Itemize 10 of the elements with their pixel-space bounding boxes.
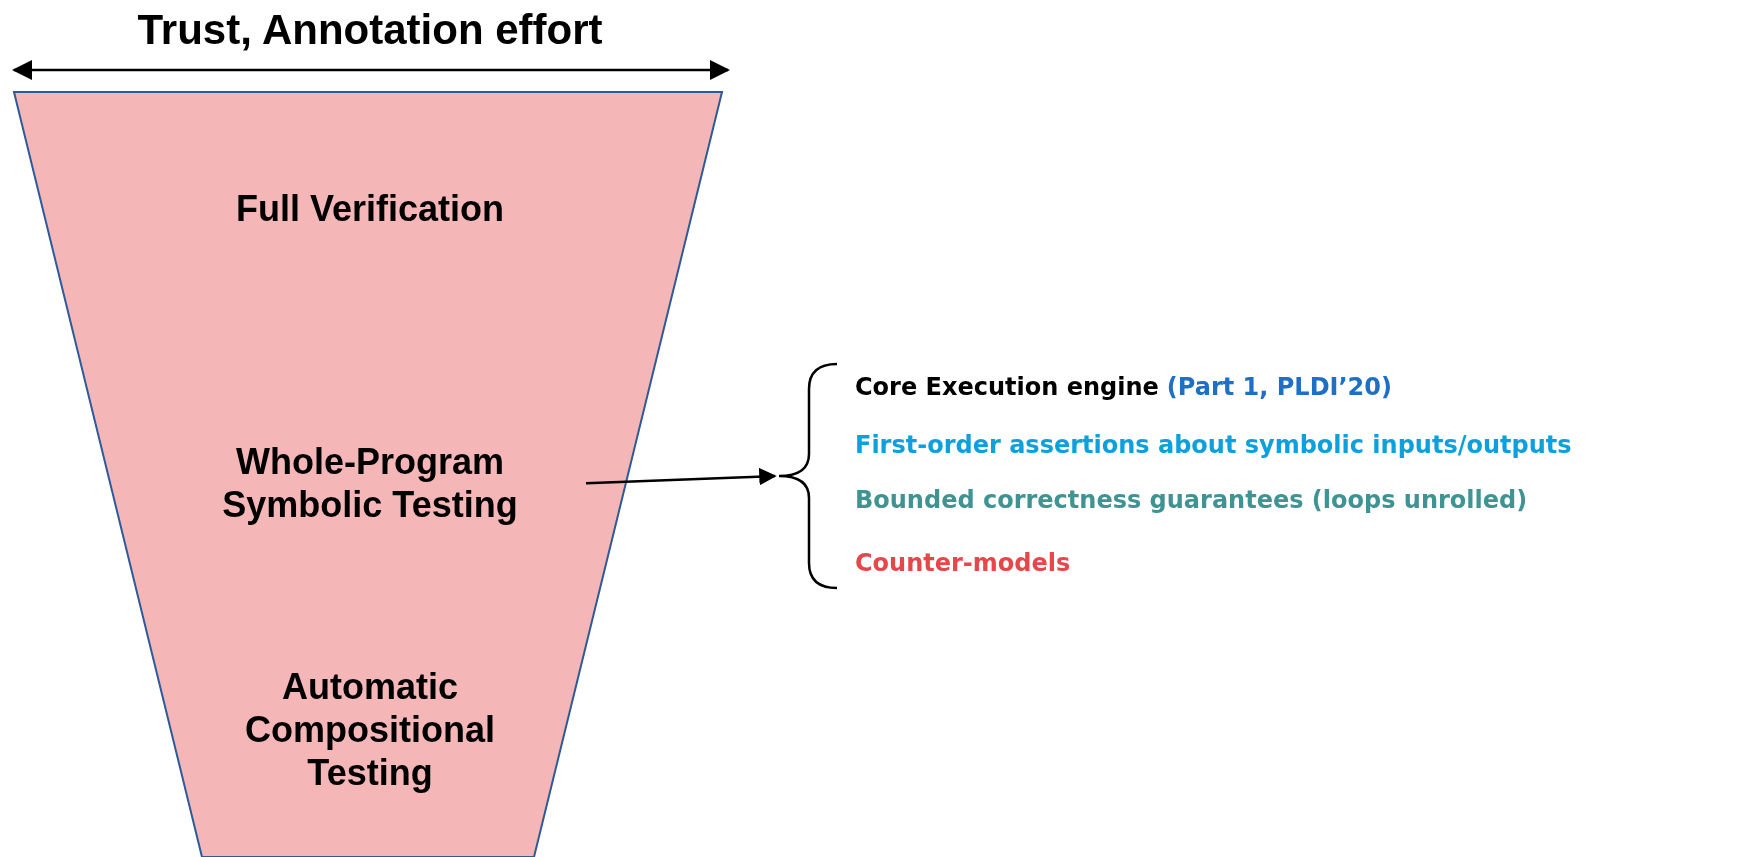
stage-label: Automatic Compositional Testing: [230, 665, 510, 795]
stage-label: Full Verification: [160, 186, 580, 230]
list-item-text: Core Execution engine: [855, 373, 1159, 401]
list-item-text: (Part 1, PLDI’20): [1166, 373, 1392, 401]
list-item-text: Bounded correctness guarantees (loops unrolled): [855, 486, 1528, 514]
list-item-text: Counter-models: [855, 549, 1071, 577]
stage-label: Whole-Program Symbolic Testing: [160, 440, 580, 527]
axis-label: Trust, Annotation effort: [136, 6, 604, 54]
list-item-text: First-order assertions about symbolic inputs/outputs: [855, 431, 1572, 459]
arrow: [585, 467, 777, 486]
